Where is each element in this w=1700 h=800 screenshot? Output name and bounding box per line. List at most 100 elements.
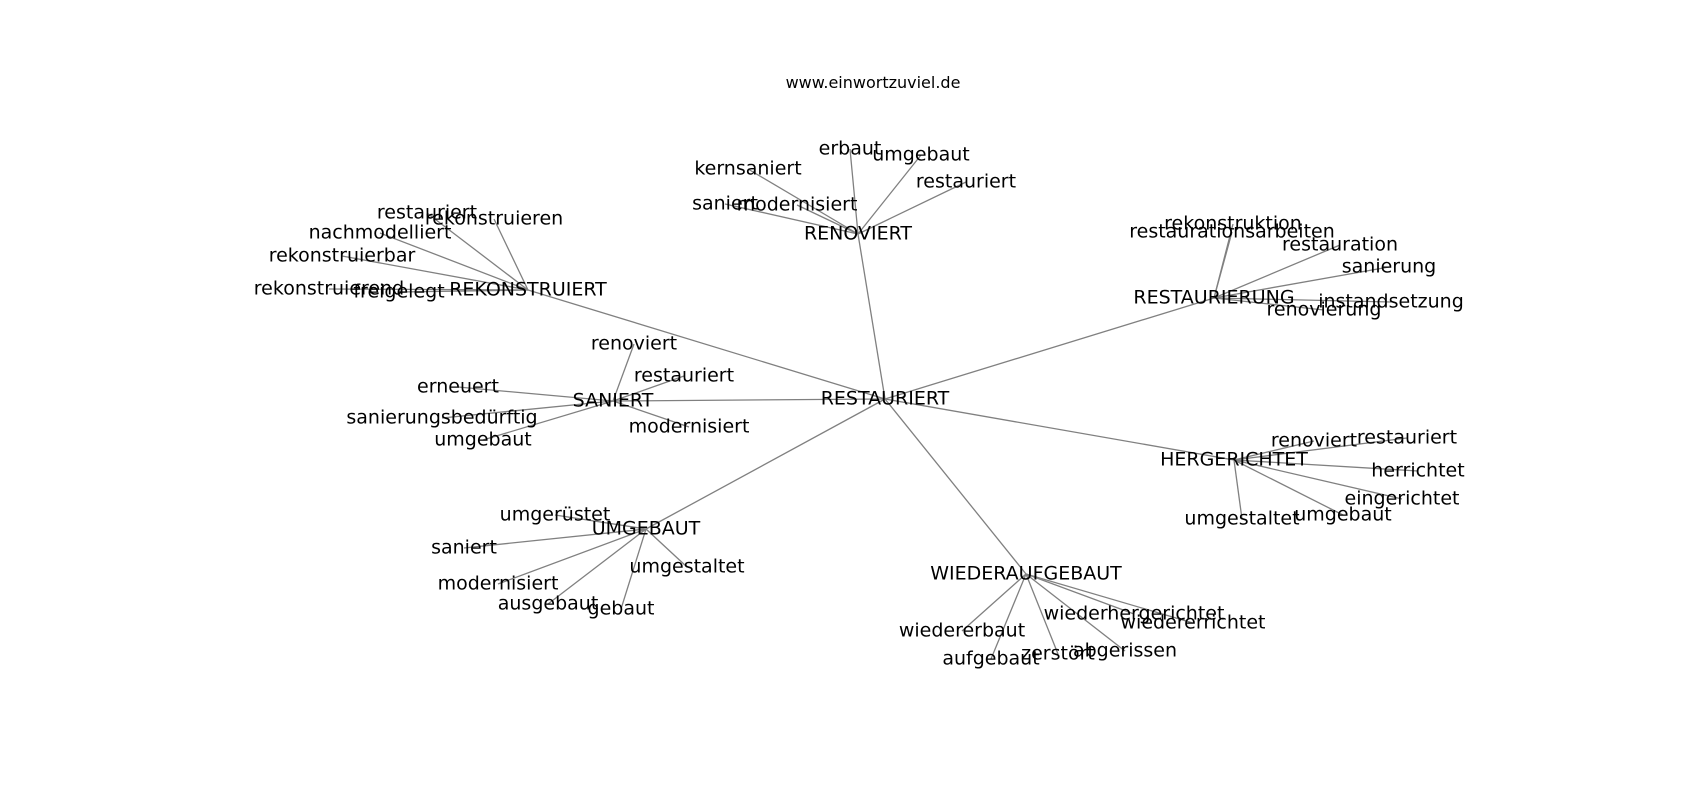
leaf-edge <box>463 528 647 549</box>
leaf-edge <box>441 400 614 419</box>
site-title: www.einwortzuviel.de <box>786 73 961 92</box>
leaf-edge <box>1213 297 1392 303</box>
word-node-label: wiederhergerichtet <box>1044 603 1225 625</box>
leaf-edge <box>849 148 859 235</box>
leaf-edge <box>612 375 685 402</box>
leaf-edge <box>612 400 690 428</box>
word-node-label: umgebaut <box>434 429 532 451</box>
word-node-label: aufgebaut <box>942 648 1039 670</box>
leaf-edge <box>497 528 647 585</box>
leaf-edge <box>1233 459 1419 472</box>
word-node-label: gebaut <box>588 598 655 620</box>
word-node-label: wiedererbaut <box>899 620 1025 642</box>
word-node-label: modernisiert <box>737 194 858 216</box>
word-node-label: freigelegt <box>353 281 444 303</box>
word-node-label: eingerichtet <box>1345 488 1460 510</box>
leaf-edge <box>612 343 635 402</box>
hub-edge <box>527 289 886 400</box>
graph-labels: RESTAURIERTREKONSTRUIERTrestauriertrekon… <box>254 138 1465 670</box>
leaf-edge <box>990 573 1027 660</box>
leaf-edge <box>457 386 614 402</box>
word-node-label: saniert <box>431 537 497 559</box>
word-node-label: restauriert <box>634 365 734 387</box>
word-node-label: ausgebaut <box>498 593 599 615</box>
word-node-label: umgebaut <box>1294 504 1392 526</box>
leaf-edge <box>1233 459 1344 516</box>
hub-edge <box>645 398 886 530</box>
leaf-edge <box>493 218 529 291</box>
word-node-label: umgestaltet <box>1184 508 1299 530</box>
leaf-edge <box>1233 440 1315 461</box>
word-node-label: restauriert <box>916 171 1016 193</box>
leaf-edge <box>547 528 647 605</box>
leaf-edge <box>961 573 1027 632</box>
graph-edges <box>328 148 1419 660</box>
word-node-label: sanierung <box>1342 256 1437 278</box>
word-node-label: sanierungsbedürftig <box>346 407 537 429</box>
word-node-label: herrichtet <box>1371 460 1464 482</box>
leaf-edge <box>426 212 529 291</box>
leaf-edge <box>645 528 688 568</box>
leaf-edge <box>1233 437 1408 461</box>
hub-edge <box>857 233 886 400</box>
word-node-label: rekonstruieren <box>425 208 563 230</box>
leaf-edge <box>398 289 529 293</box>
word-node-label: restauriert <box>1357 427 1457 449</box>
word-node-label: zerstört <box>1021 643 1095 665</box>
word-node-label: renoviert <box>1271 430 1357 452</box>
word-node-label: nachmodelliert <box>309 222 452 244</box>
word-node-label: umgerüstet <box>500 504 611 526</box>
center-node-label: RESTAURIERT <box>821 388 950 410</box>
word-node-label: restauriert <box>377 202 477 224</box>
leaf-edge <box>554 514 647 530</box>
word-node-label: instandsetzung <box>1318 291 1464 313</box>
leaf-edge <box>1213 244 1341 299</box>
leaf-edge <box>482 400 614 441</box>
leaf-edge <box>1213 297 1325 311</box>
leaf-edge <box>1213 266 1390 299</box>
word-node-label: umgestaltet <box>629 556 744 578</box>
leaf-edge <box>857 181 967 235</box>
cluster-node-label: HERGERICHTET <box>1160 449 1308 471</box>
leaf-edge <box>328 288 529 291</box>
cluster-node-label: REKONSTRUIERT <box>449 279 607 301</box>
word-node-label: rekonstruierend <box>254 278 404 300</box>
hub-edge <box>884 398 1027 575</box>
word-node-label: rekonstruktion <box>1164 213 1302 235</box>
leaf-edge <box>1025 573 1135 615</box>
leaf-edge <box>1025 573 1126 652</box>
word-node-label: wiedererrichtet <box>1121 612 1266 634</box>
cluster-node-label: UMGEBAUT <box>592 518 701 540</box>
cluster-node-label: RESTAURIERUNG <box>1133 287 1294 309</box>
word-node-label: renovierung <box>1267 299 1382 321</box>
cluster-node-label: WIEDERAUFGEBAUT <box>930 563 1122 585</box>
word-node-label: renoviert <box>591 333 677 355</box>
word-node-label: erneuert <box>417 376 499 398</box>
cluster-node-label: RENOVIERT <box>804 223 912 245</box>
leaf-edge <box>341 255 529 291</box>
word-node-label: modernisiert <box>438 573 559 595</box>
word-node-label: abgerissen <box>1073 640 1177 662</box>
word-node-label: modernisiert <box>629 416 750 438</box>
leaf-edge <box>1025 573 1059 655</box>
hub-edge <box>612 398 886 402</box>
leaf-edge <box>1213 231 1233 299</box>
leaf-edge <box>724 203 859 235</box>
leaf-edge <box>379 232 529 291</box>
cluster-node-label: SANIERT <box>573 390 654 412</box>
word-node-label: rekonstruierbar <box>269 245 416 267</box>
word-node-label: erbaut <box>819 138 882 160</box>
word-node-label: umgebaut <box>872 144 970 166</box>
word-node-label: saniert <box>692 193 758 215</box>
hub-edge <box>884 398 1235 461</box>
leaf-edge <box>796 204 859 235</box>
leaf-edge <box>1025 573 1194 624</box>
word-node-label: restauration <box>1282 234 1398 256</box>
leaf-edge <box>1233 459 1243 520</box>
leaf-edge <box>857 154 922 235</box>
hub-edge <box>884 297 1215 400</box>
word-node-label: kernsaniert <box>694 158 801 180</box>
word-node-label: restaurationsarbeiten <box>1129 221 1335 243</box>
leaf-edge <box>747 168 859 235</box>
